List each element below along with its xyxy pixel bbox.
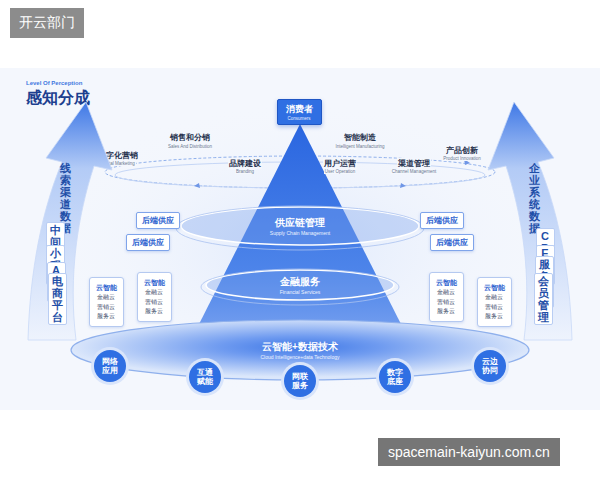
node-subtext: Supply Chain Management [270,230,330,236]
band-ring [176,206,424,250]
circle-shape [189,361,221,393]
circle-shape [94,350,126,382]
node-text: 云边协同 [482,357,499,375]
feature-circle: 云边协同 [471,347,509,385]
node-text: 数字底座 [387,368,404,386]
node-text: 互通赋能 [197,368,214,386]
circle-shape [284,365,316,397]
cloud-box: 云智能金融云营销云服务云 [137,272,172,322]
node-subtext: 服务云 [436,307,457,317]
cloud-box: 云智能金融云营销云服务云 [89,277,124,327]
circle-halo [186,358,224,396]
node-text: 后端供应 [142,215,174,226]
ring-label-en: Intelligent Manufacturing [334,144,385,149]
node-subtext: 营销云 [96,303,117,313]
panel-ground [0,68,600,410]
ring-label: 智能制造 [343,132,377,143]
node-text: 会员管理 [538,275,549,323]
watermark: spacemain-kaiyun.com.cn [378,438,560,466]
circle-halo [281,362,319,400]
node-subtext: 金融云 [484,293,505,303]
supply-box: 后端供应 [420,212,464,229]
node-subtext: 服务云 [96,312,117,322]
node-text: 云智能 [436,277,457,288]
watermark: 开云部门 [10,8,84,38]
node-subtext: 金融云 [96,293,117,303]
feature-circle: 网络应用 [91,347,129,385]
ring-label: 品牌建设 [228,158,262,169]
band-ellipse [181,207,419,245]
circle-shape [474,350,506,382]
supply-box: 后端供应 [126,234,170,251]
cloud-box: 云智能金融云营销云服务云 [429,272,464,322]
node-subtext: Cloud Intelligence+data Technology [261,354,340,360]
glow [40,100,560,400]
feature-circle: 数字底座 [376,358,414,396]
diagram-title: 感知分成 [26,88,90,109]
node-text: 云智能 [484,282,505,293]
feature-circle: 网联服务 [281,362,319,400]
node-subtext: 金融云 [144,288,165,298]
node-text: 后端供应 [436,237,468,248]
circle-halo [91,347,129,385]
node-text: 金融服务 [280,275,320,289]
ring-label-en: Branding [235,169,255,174]
node-text: 网络应用 [102,357,119,375]
finance-band: 金融服务Financial Services [205,269,395,301]
node-subtext: Financial Services [280,289,321,295]
consumer-box: 消费者Consumers [277,99,322,125]
node-text: 供应链管理 [275,216,325,230]
node-text: 后端供应 [426,215,458,226]
node-subtext: 营销云 [484,303,505,313]
node-text: 网联服务 [292,372,309,390]
node-text: 后端供应 [132,237,164,248]
feature-circle: 互通赋能 [186,358,224,396]
ring-label: 用户运营 [323,158,357,169]
ring-label-en: Channel Management [391,169,437,174]
node-subtext: 金融云 [436,288,457,298]
node-text: 云智能 [96,282,117,293]
supply-box: 后端供应 [430,234,474,251]
subtitle: Level Of Perception [26,80,82,86]
band-ring [201,269,399,305]
band-ellipse [206,270,394,300]
node-subtext: 服务云 [144,307,165,317]
node-subtext: 营销云 [144,298,165,308]
circle-halo [376,358,414,396]
system-box: 会员管理 [534,273,553,325]
circle-halo [471,347,509,385]
ring-label-en: User Operation [324,169,357,174]
node-text: 云智能+数据技术 [262,340,338,354]
ring-label-en: Sales And Distribution [167,144,213,149]
ring-label-en: Product Innovation [442,156,482,161]
circle-shape [379,361,411,393]
ring-label: 销售和分销 [169,132,211,143]
node-text: 企业系统数据 [529,162,540,235]
ring-label: 产品创新 [445,145,479,156]
ring-label: 渠道管理 [397,158,431,169]
supply-box: 后端供应 [136,212,180,229]
cloud-box: 云智能金融云营销云服务云 [477,277,512,327]
node-subtext: Consumers [286,116,313,121]
node-text: 电商平台 [52,275,63,323]
node-text: 云智能 [144,277,165,288]
supply-band: 供应链管理Supply Chain Management [180,206,420,246]
node-subtext: 营销云 [436,298,457,308]
channel-box: 电商平台 [48,273,67,325]
node-subtext: 服务云 [484,312,505,322]
node-text: 消费者 [286,103,313,116]
